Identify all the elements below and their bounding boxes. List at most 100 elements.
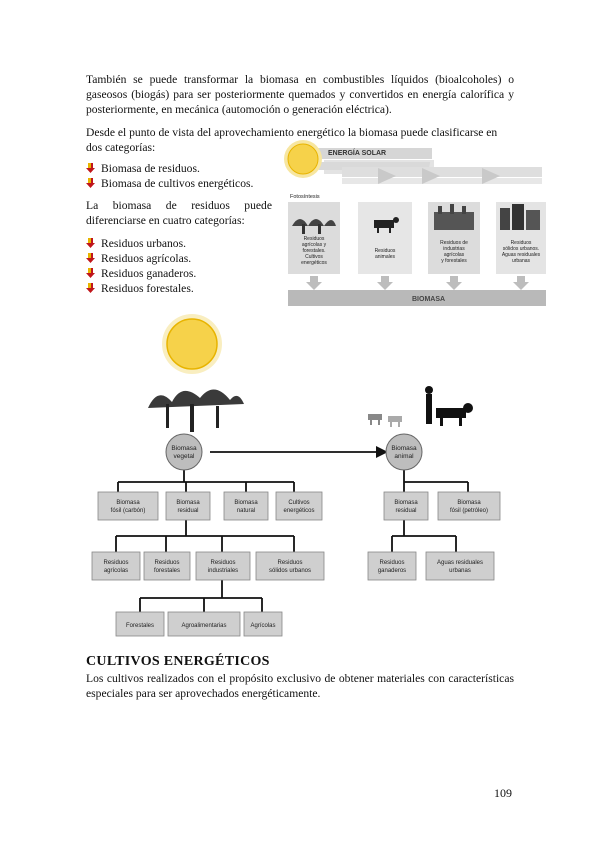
diagram-box-label: fósil (carbón) xyxy=(111,508,146,514)
diagram-box-label: agrícolas xyxy=(104,568,128,574)
residues-intro-paragraph: La biomasa de residuos puede diferenciar… xyxy=(86,199,272,227)
diagram-box-label: Agrícolas xyxy=(250,623,275,629)
diagram-box xyxy=(143,551,191,581)
classification-paragraph: Desde el punto de vista del aprovechamie… xyxy=(86,125,514,155)
residue-item-text: Residuos agrícolas. xyxy=(101,252,192,265)
figure1-label: forestales. xyxy=(302,248,325,254)
animal-node-label: animal xyxy=(394,453,414,460)
diagram-box-label: residual xyxy=(395,508,416,514)
vegetation-icon xyxy=(148,389,244,432)
figure1-label: urbanas xyxy=(512,258,531,264)
bullet-arrow-icon xyxy=(86,282,95,293)
figure1-label: Cultivos xyxy=(305,254,323,260)
diagram-box xyxy=(275,491,323,521)
diagram-box xyxy=(383,491,429,521)
factory-icon xyxy=(434,204,474,230)
animal-biomass-node xyxy=(385,433,423,471)
diagram-box-label: Residuos xyxy=(154,560,179,566)
figure1-label: sólidos urbanos. xyxy=(503,246,539,252)
residue-item-text: Residuos urbanos. xyxy=(101,237,187,250)
arrow-right-icon xyxy=(376,446,388,458)
list-item: Biomasa de cultivos energéticos. xyxy=(86,176,253,191)
residue-list: Residuos urbanos. Residuos agrícolas. Re… xyxy=(86,236,196,296)
diagram-box xyxy=(367,551,417,581)
category-list: Biomasa de residuos. Biomasa de cultivos… xyxy=(86,161,253,191)
figure1-label: Residuos de xyxy=(440,240,468,246)
diagram-box-label: Biomasa xyxy=(116,500,140,506)
bullet-arrow-icon xyxy=(86,267,95,278)
diagram-box-label: Residuos xyxy=(277,560,302,566)
vegetal-node-label: Biomasa xyxy=(171,445,197,452)
list-item: Residuos urbanos. xyxy=(86,236,196,251)
diagram-box xyxy=(115,611,165,637)
diagram-box-label: Biomasa xyxy=(457,500,481,506)
figure1-label: Residuos xyxy=(511,240,532,246)
diagram-box-label: ganaderos xyxy=(378,568,406,574)
diagram-box xyxy=(167,611,241,637)
figure1-label: agrícolas xyxy=(444,252,465,258)
solar-biomass-figure: ENERGÍA SOLAR Fotosíntesis Residuos agrí… xyxy=(284,140,548,310)
list-item: Residuos forestales. xyxy=(86,281,196,296)
diagram-box-label: Cultivos xyxy=(288,500,309,506)
trees-icon xyxy=(292,219,336,234)
vegetal-node-label: vegetal xyxy=(174,453,196,460)
biomass-classification-diagram: Biomasa vegetal Biomasa animal Biomasa f… xyxy=(91,314,501,637)
category-item-text: Biomasa de residuos. xyxy=(101,162,200,175)
list-item: Residuos agrícolas. xyxy=(86,251,196,266)
figure1-label: y forestales xyxy=(441,258,467,264)
page-number: 109 xyxy=(494,786,512,800)
diagram-box-label: Residuos xyxy=(379,560,404,566)
figure1-footer: BIOMASA xyxy=(412,296,445,303)
city-waste-icon xyxy=(500,204,540,230)
figure1-label: Residuos xyxy=(304,236,325,242)
diagram-box-label: Biomasa xyxy=(176,500,200,506)
residue-item-text: Residuos ganaderos. xyxy=(101,267,197,280)
intro-paragraph: También se puede transformar la biomasa … xyxy=(86,73,514,116)
diagram-box-label: residual xyxy=(177,508,198,514)
diagram-box xyxy=(437,491,501,521)
bullet-arrow-icon xyxy=(86,177,95,188)
category-item-text: Biomasa de cultivos energéticos. xyxy=(101,177,254,190)
sun-icon xyxy=(284,140,322,178)
vegetal-biomass-node xyxy=(165,433,203,471)
figure1-label: Aguas residuales xyxy=(502,252,541,258)
diagram-box-label: natural xyxy=(237,508,255,514)
cattle-icon xyxy=(374,217,399,233)
diagram-box-label: Biomasa xyxy=(394,500,418,506)
list-item: Biomasa de residuos. xyxy=(86,161,253,176)
diagram-box xyxy=(223,491,269,521)
figure1-label: energéticos xyxy=(301,260,327,266)
diagram-box xyxy=(165,491,211,521)
residue-item-text: Residuos forestales. xyxy=(101,282,194,295)
diagram-box-label: industriales xyxy=(208,568,238,574)
diagram-box xyxy=(195,551,251,581)
section-paragraph: Los cultivos realizados con el propósito… xyxy=(86,672,514,700)
diagram-box-label: Forestales xyxy=(126,623,154,629)
diagram-box-label: Residuos xyxy=(103,560,128,566)
diagram-box xyxy=(425,551,495,581)
figure1-label: animales xyxy=(375,254,396,260)
diagram-box xyxy=(97,491,159,521)
diagram-box-label: forestales xyxy=(154,568,180,574)
bullet-arrow-icon xyxy=(86,162,95,173)
figure1-header: ENERGÍA SOLAR xyxy=(328,148,386,157)
diagram-box xyxy=(91,551,141,581)
section-title: CULTIVOS ENERGÉTICOS xyxy=(86,654,270,669)
diagram-box-label: Agroalimentarias xyxy=(181,623,226,629)
diagram-box-label: Biomasa xyxy=(234,500,258,506)
animals-icon xyxy=(368,386,473,427)
list-item: Residuos ganaderos. xyxy=(86,266,196,281)
sun-icon xyxy=(162,314,222,374)
diagram-box-label: sólidos urbanos xyxy=(269,568,311,574)
diagram-box-label: energéticos xyxy=(283,508,314,514)
animal-node-label: Biomasa xyxy=(391,445,417,452)
diagram-box-label: Aguas residuales xyxy=(437,560,483,566)
diagram-box-label: urbanas xyxy=(449,568,471,574)
classification-line: Desde el punto de vista del aprovechamie… xyxy=(86,126,498,139)
figure1-label: industrias xyxy=(443,246,465,252)
classification-line: dos categorías: xyxy=(86,141,156,154)
diagram-box-label: fósil (petróleo) xyxy=(450,508,488,514)
figure1-process-label: Fotosíntesis xyxy=(290,194,320,200)
diagram-box-label: Residuos xyxy=(210,560,235,566)
bullet-arrow-icon xyxy=(86,237,95,248)
